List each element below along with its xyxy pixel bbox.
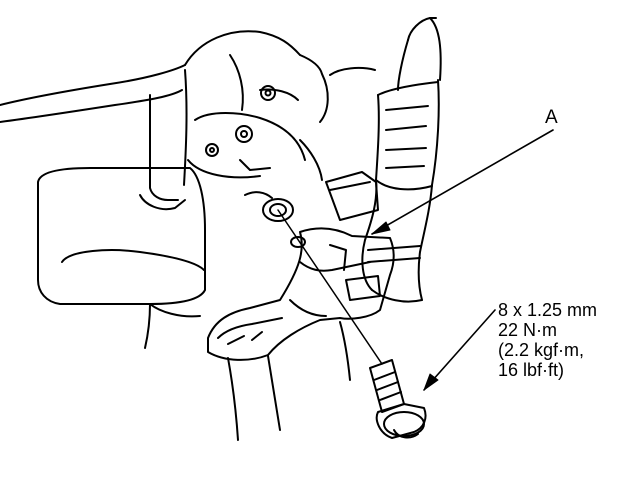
callout-a-label: A <box>545 107 558 128</box>
bolt-centerline <box>277 209 383 365</box>
flange-bolt <box>369 359 427 439</box>
lower-structure-lines <box>144 303 351 441</box>
vertical-hose-left <box>139 69 188 211</box>
bolt-spec-leader <box>423 309 496 391</box>
torque-kgfm-text: (2.2 kgf·m, <box>498 340 585 360</box>
harness-connector <box>325 171 433 303</box>
wiring-harness <box>375 17 442 191</box>
torque-nm-text: 22 N·m <box>498 320 558 340</box>
bolt-hole <box>262 198 294 222</box>
engine-casting <box>184 30 376 199</box>
torque-lbfft-text: 16 lbf·ft) <box>498 360 565 380</box>
bolt-torque-spec: 8 x 1.25 mm 22 N·m (2.2 kgf·m, 16 lbf·ft… <box>498 300 597 380</box>
callout-a-leader <box>371 129 554 235</box>
bolt-size-text: 8 x 1.25 mm <box>498 300 598 320</box>
upper-left-hose <box>0 64 186 123</box>
mounting-bracket <box>207 227 395 361</box>
left-housing-block <box>37 167 206 318</box>
